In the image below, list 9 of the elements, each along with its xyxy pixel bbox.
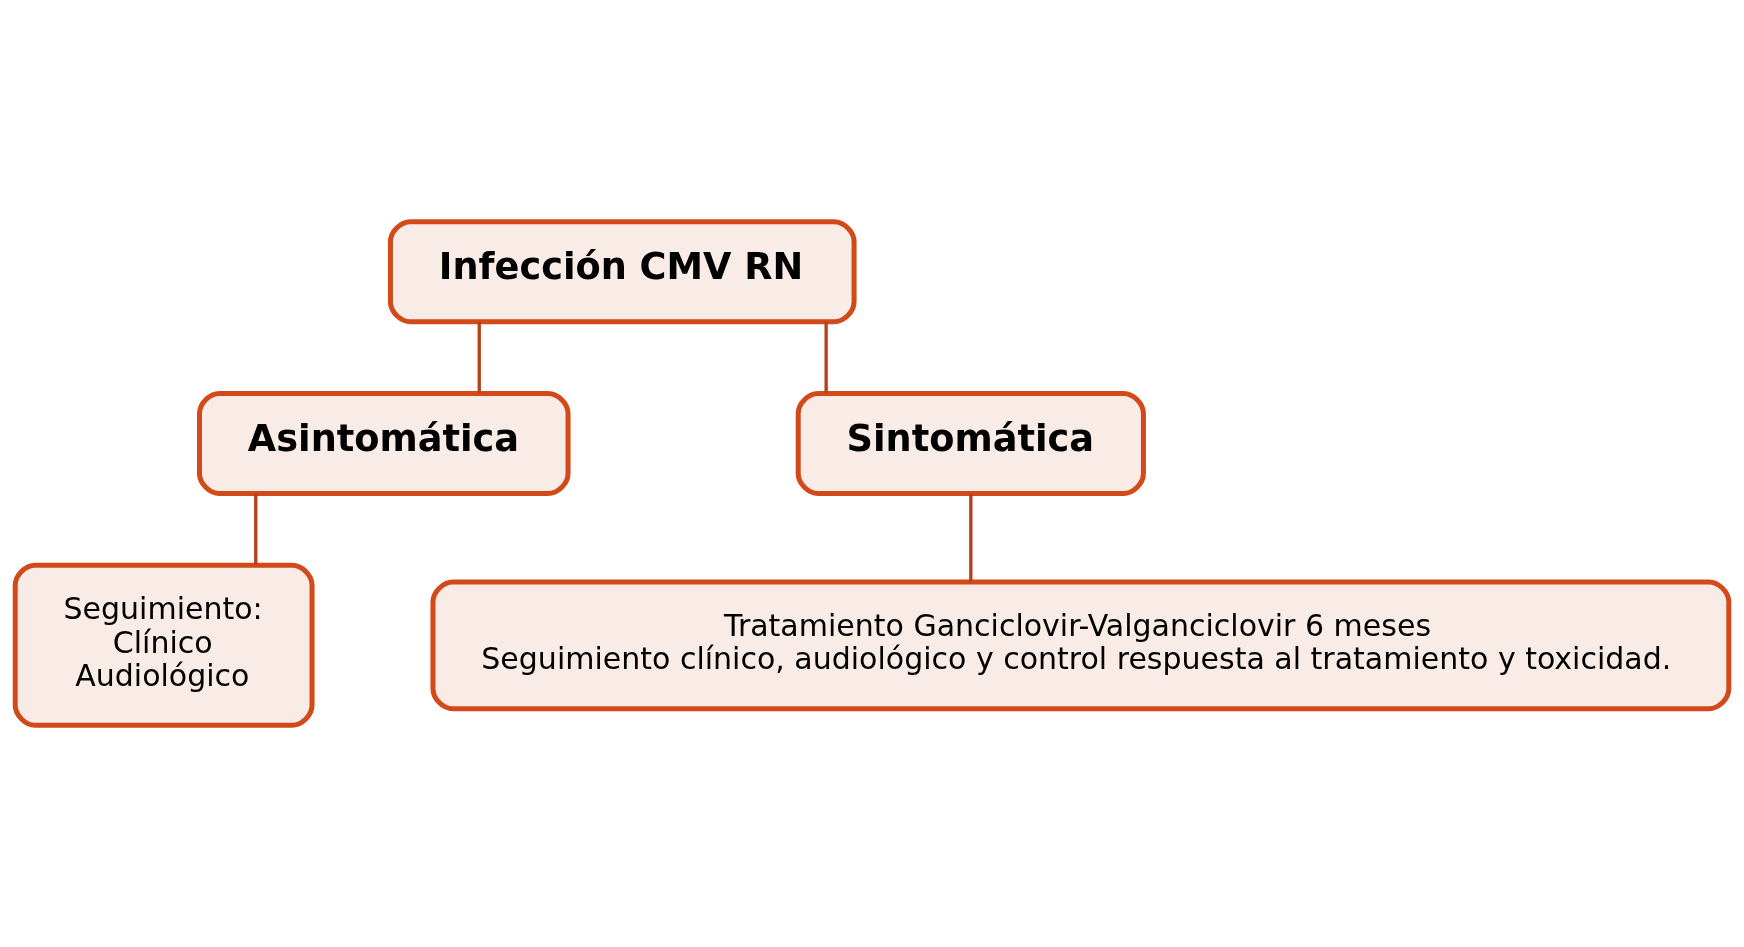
connector — [824, 321, 828, 393]
connector — [969, 493, 973, 582]
node-box: Tratamiento Ganciclovir-Valganciclovir 6 meses Seguimiento clínico, audiológico y control respuesta al tratamiento y toxicidad. — [430, 579, 1732, 712]
connector — [254, 493, 258, 565]
connector — [477, 321, 481, 393]
node-box: Asintomática — [197, 390, 571, 496]
node-box: Infección CMV RN — [387, 219, 857, 325]
node-box: Sintomática — [795, 390, 1146, 496]
node-box: Seguimiento: Clínico Audiológico — [12, 562, 315, 728]
